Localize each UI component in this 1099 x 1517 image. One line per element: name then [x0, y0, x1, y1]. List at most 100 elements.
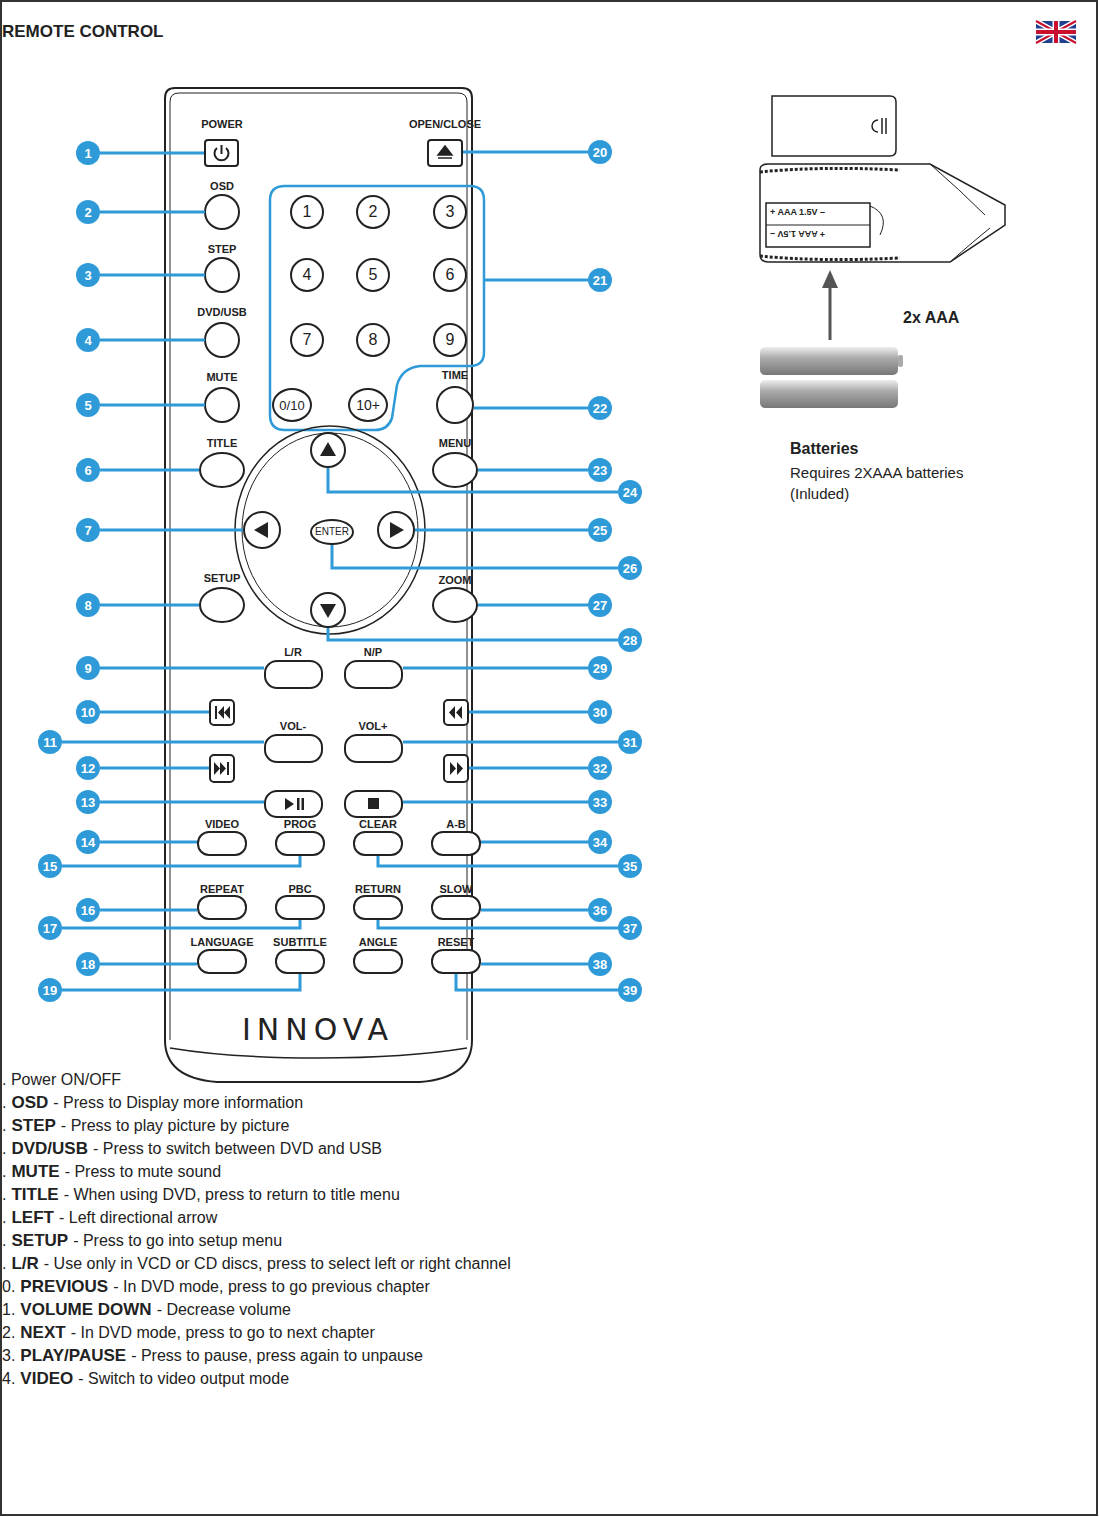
function-list-line: 2.NEXT- In DVD mode, press to go to next… [2, 1321, 375, 1344]
list-text: . Power ON/OFF [2, 1071, 121, 1088]
list-text: . [2, 1117, 6, 1134]
button-label: PROG [284, 818, 316, 831]
function-list-line: 0.PREVIOUS- In DVD mode, press to go pre… [2, 1275, 430, 1298]
leader-line [100, 963, 197, 966]
list-text: - Switch to video output mode [78, 1370, 289, 1387]
callout-number: 30 [588, 700, 612, 724]
battery-count: 2x AAA [903, 309, 959, 327]
callout-number: 1 [76, 141, 100, 165]
function-list-line: .MUTE- Press to mute sound [2, 1160, 221, 1183]
function-list-line: 3.PLAY/PAUSE- Press to pause, press agai… [2, 1344, 423, 1367]
button-text: 10+ [356, 398, 380, 412]
leader-line [100, 604, 199, 607]
callout-number: 12 [76, 756, 100, 780]
leader-line [100, 211, 205, 214]
button-label: MENU [439, 437, 471, 450]
callout-number: 5 [76, 393, 100, 417]
button-name: PLAY/PAUSE [20, 1346, 126, 1365]
leader-line [478, 604, 588, 607]
leader-line [62, 741, 264, 744]
function-list-line: .SETUP- Press to go into setup menu [2, 1229, 282, 1252]
keypad-button: 1 [290, 195, 324, 229]
leader-line [403, 801, 588, 804]
leader-line [100, 469, 199, 472]
keypad-button: 6 [433, 258, 467, 292]
callout-number: 28 [618, 628, 642, 652]
keypad-button: ENTER [310, 519, 354, 545]
button-name: TITLE [11, 1185, 58, 1204]
callout-number: 11 [38, 730, 62, 754]
button-text: 0/10 [279, 399, 304, 412]
button-label: LANGUAGE [191, 936, 254, 949]
list-text: . [2, 1140, 6, 1157]
list-text: 4. [2, 1370, 15, 1387]
button-label: TIME [442, 369, 468, 382]
button-label: VIDEO [205, 818, 239, 831]
keypad-button: 4 [290, 258, 324, 292]
leader-line [403, 741, 618, 744]
list-text: 0. [2, 1278, 15, 1295]
callout-number: 7 [76, 518, 100, 542]
button-label: STEP [208, 243, 237, 256]
leader-line [100, 711, 209, 714]
battery-polarity: + AAA 1.5V – [770, 207, 825, 217]
leader-line [481, 841, 588, 844]
leader-line [378, 856, 618, 866]
callout-number: 39 [618, 978, 642, 1002]
callout-number: 21 [588, 268, 612, 292]
button-label: CLEAR [359, 818, 397, 831]
keypad-button: 10+ [348, 388, 388, 422]
callout-number: 38 [588, 952, 612, 976]
callout-number: 24 [618, 480, 642, 504]
button-label: ZOOM [439, 574, 472, 587]
function-list-line: .OSD- Press to Display more information [2, 1091, 303, 1114]
leader-line [328, 468, 618, 492]
leader-line [100, 801, 264, 804]
callout-number: 20 [588, 140, 612, 164]
leader-line [403, 667, 588, 670]
button-text: ENTER [315, 527, 349, 537]
function-list-line: .DVD/USB- Press to switch between DVD an… [2, 1137, 382, 1160]
leader-line [332, 545, 618, 568]
button-label: PBC [288, 883, 311, 896]
button-name: STEP [11, 1116, 55, 1135]
button-label: L/R [284, 646, 302, 659]
list-text: - Left directional arrow [59, 1209, 217, 1226]
callout-number: 6 [76, 458, 100, 482]
button-label: OPEN/CLOSE [409, 118, 481, 131]
leader-line [456, 974, 618, 990]
button-text: 9 [446, 332, 455, 348]
battery-polarity: + AAA 1.5V – [770, 229, 825, 239]
function-list-line: 1.VOLUME DOWN- Decrease volume [2, 1298, 291, 1321]
keypad-button: 9 [433, 323, 467, 357]
callout-number: 31 [618, 730, 642, 754]
callout-number: 25 [588, 518, 612, 542]
leader-line [378, 920, 618, 928]
button-label: REPEAT [200, 883, 244, 896]
callout-number: 8 [76, 593, 100, 617]
keypad-button: 0/10 [272, 388, 312, 422]
button-label: POWER [201, 118, 243, 131]
button-label: SUBTITLE [273, 936, 327, 949]
callout-number: 13 [76, 790, 100, 814]
callout-number: 14 [76, 830, 100, 854]
leader-line [474, 407, 588, 410]
button-label: SLOW [440, 883, 473, 896]
button-text: 4 [303, 267, 312, 283]
list-text: . [2, 1232, 6, 1249]
callout-number: 26 [618, 556, 642, 580]
callout-number: 27 [588, 593, 612, 617]
leader-line [328, 628, 618, 640]
button-name: NEXT [20, 1323, 65, 1342]
list-text: - Press to Display more information [53, 1094, 303, 1111]
list-text: - When using DVD, press to return to tit… [64, 1186, 400, 1203]
button-name: VOLUME DOWN [20, 1300, 151, 1319]
keypad-button: 2 [356, 195, 390, 229]
callout-number: 37 [618, 916, 642, 940]
callout-number: 32 [588, 756, 612, 780]
button-name: L/R [11, 1254, 38, 1273]
button-name: MUTE [11, 1162, 59, 1181]
battery-heading: Batteries [790, 440, 858, 458]
leader-line [100, 529, 243, 532]
